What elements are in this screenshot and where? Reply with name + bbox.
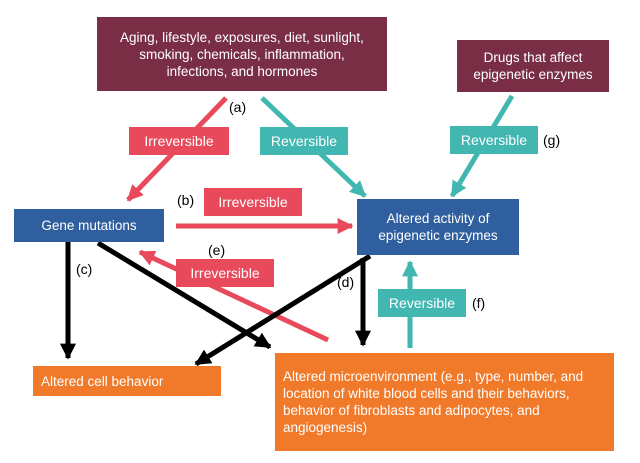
letter-b: (b) [177, 192, 195, 208]
gene-mutations-label: Gene mutations [41, 218, 137, 233]
tag-irreversible-a-label: Irreversible [144, 133, 214, 149]
tag-reversible-f-label: Reversible [388, 295, 456, 311]
altered-microenvironment-box: Altered microenvironment (e.g., type, nu… [275, 353, 614, 451]
arrow-microenvironment-to-gene-mutations [138, 249, 330, 343]
tag-irreversible-b: Irreversible [204, 188, 302, 216]
altered-activity-box: Altered activity of epigenetic enzymes [357, 199, 519, 255]
altered-microenvironment-label: Altered microenvironment (e.g., type, nu… [283, 369, 584, 435]
causes-box: Aging, lifestyle, exposures, diet, sunli… [97, 17, 387, 91]
drugs-box: Drugs that affect epigenetic enzymes [457, 40, 609, 92]
tag-reversible-f: Reversible [378, 289, 466, 317]
letter-d: (d) [337, 274, 355, 290]
tag-irreversible-a: Irreversible [129, 127, 229, 155]
letter-a: (a) [229, 99, 247, 115]
arrow-gene-mutations-to-microenvironment [96, 240, 272, 350]
tag-reversible-g: Reversible [450, 126, 538, 154]
tag-irreversible-e: Irreversible [176, 259, 274, 287]
tag-reversible-a-label: Reversible [270, 133, 338, 149]
tag-irreversible-b-label: Irreversible [218, 194, 288, 210]
altered-cell-behavior-box: Altered cell behavior [33, 366, 221, 396]
gene-mutations-box: Gene mutations [14, 209, 164, 242]
drugs-label: Drugs that affect epigenetic enzymes [473, 50, 593, 82]
letter-g: (g) [543, 132, 561, 148]
altered-cell-behavior-label: Altered cell behavior [41, 373, 164, 389]
tag-reversible-g-label: Reversible [460, 132, 528, 148]
arrow-altered-activity-to-cell-behavior [194, 253, 372, 367]
tag-irreversible-e-label: Irreversible [190, 265, 260, 281]
letter-c: (c) [76, 261, 93, 277]
altered-activity-label: Altered activity of epigenetic enzymes [378, 211, 498, 243]
tag-reversible-a: Reversible [260, 127, 348, 155]
letter-e: (e) [208, 242, 226, 258]
causes-label: Aging, lifestyle, exposures, diet, sunli… [120, 29, 364, 79]
letter-f: (f) [472, 295, 486, 311]
